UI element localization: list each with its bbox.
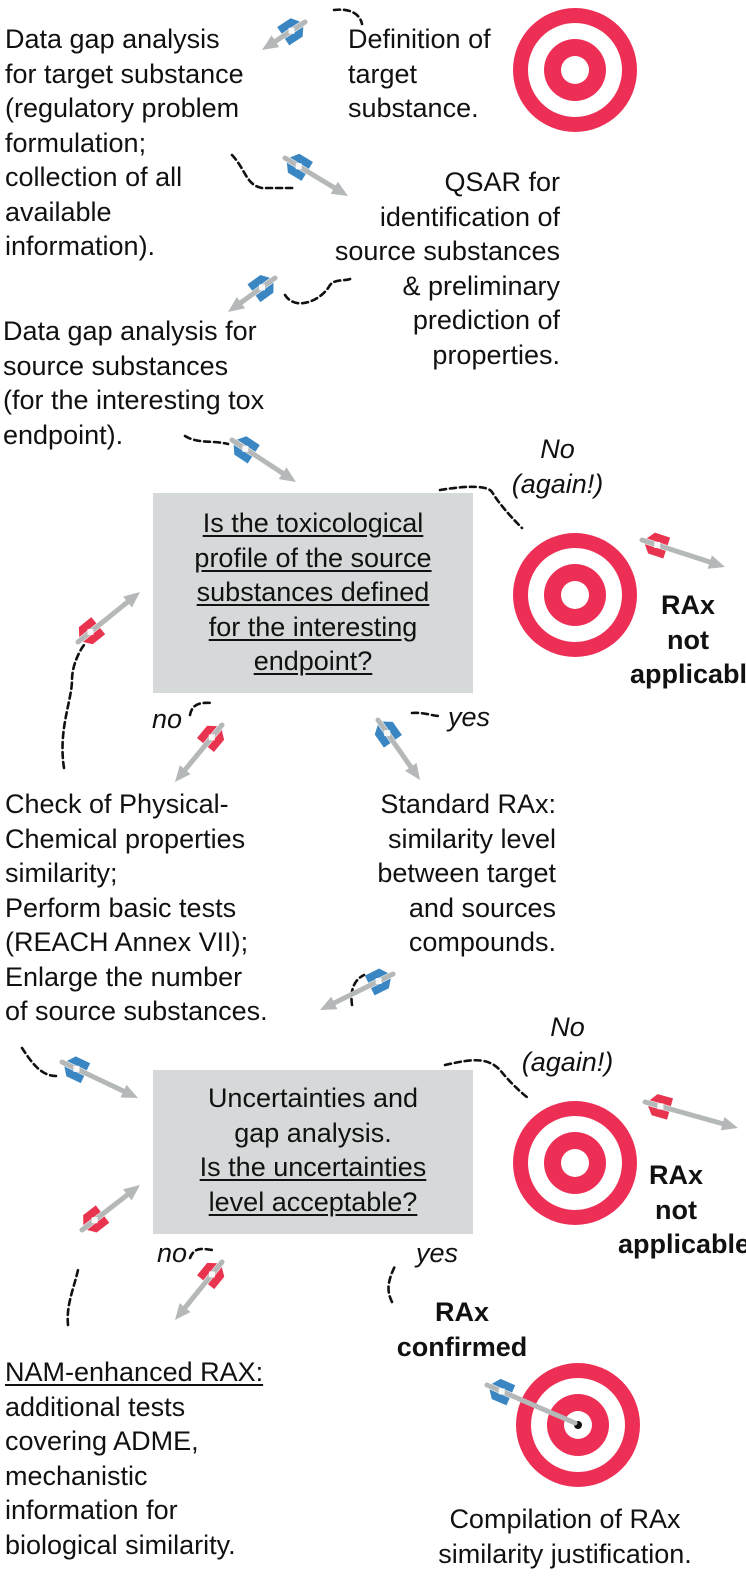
label-no-2: no [157,1238,188,1268]
blue-dart-to-physchem [320,968,396,1010]
connector-dash [350,973,366,1007]
connector-dash [20,1046,58,1078]
step-gap-target-text: Data gap analysis for target substance (… [5,24,244,261]
label-yes-2: yes [416,1238,459,1268]
blue-dart-to-gap-source [228,274,278,312]
connector-dash [283,276,354,305]
red-dart-off-target-2 [642,1094,738,1131]
decision-box-toxicological-profile [153,493,473,693]
connector-dash [410,711,442,718]
blue-dart-to-decision-2 [59,1056,138,1098]
connector-dash [332,8,364,26]
step-standard-rax-text: Standard RAx: similarity level between t… [377,789,556,957]
label-no-again-2: No (again!) [521,1012,614,1077]
decision-question-toxicological-profile: Is the toxicological profile of the sour… [194,508,432,676]
step-physchem-text: Check of Physical- Chemical properties s… [5,789,268,1026]
blue-dart-to-decision-1 [229,436,296,482]
red-dart-back-to-decision-1 [75,592,140,645]
connector-dash [438,485,524,530]
blue-dart-to-qsar [282,153,348,196]
target-icon-definition [513,8,637,132]
red-dart-to-nam-enhanced [175,1259,225,1320]
label-no-1: no [152,704,183,734]
step-gap-source-text: Data gap analysis for source substances … [3,316,265,450]
connector-dash [387,1262,398,1304]
connector-dash [183,434,230,446]
red-dart-off-target-1 [639,532,725,569]
red-dart-to-physchem [175,722,225,782]
label-rax-not-applicable-1: RAx not applicable [630,590,746,689]
blue-dart-to-gap-target [262,18,308,50]
blue-dart-in-bullseye [484,1378,578,1426]
step-compilation-text: Compilation of RAx similarity justificat… [438,1504,692,1569]
blue-dart-to-standard-rax [374,717,420,780]
connector-dash [188,1247,214,1260]
label-rax-confirmed: RAx confirmed [396,1297,528,1362]
connector-dash [61,643,86,770]
red-dart-back-to-decision-2 [79,1185,140,1233]
target-icon-not-applicable-1 [513,533,637,657]
decision-box-uncertainties [153,1070,473,1234]
connector-dash [66,1268,80,1327]
label-rax-not-applicable-2: RAx not applicable [618,1160,746,1259]
connector-dash [443,1059,530,1100]
connector-dash [188,701,214,717]
step-definition-text: Definition of target substance. [348,24,491,123]
step-qsar-text: QSAR for identification of source substa… [334,167,560,370]
label-yes-1: yes [448,702,491,732]
label-no-again-1: No (again!) [511,434,604,499]
nam-enhanced-title: NAM-enhanced RAX: [5,1357,264,1387]
connector-dash [230,153,296,190]
step-nam-enhanced-text: NAM-enhanced RAX: additional tests cover… [5,1357,264,1560]
target-icon-not-applicable-2 [513,1101,637,1225]
target-icon-confirmed [516,1363,640,1487]
decision-text-uncertainties: Uncertainties and gap analysis. Is the u… [199,1083,427,1217]
